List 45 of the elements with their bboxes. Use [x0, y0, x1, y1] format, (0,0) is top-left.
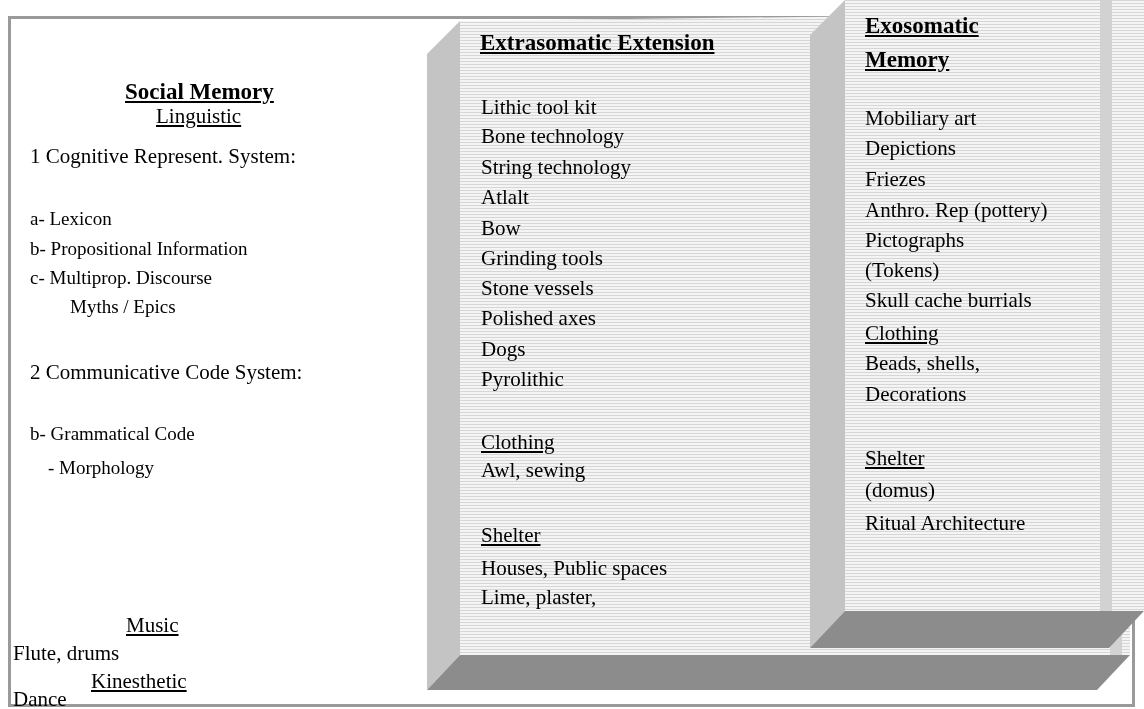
list-item: String technology: [481, 156, 631, 178]
list-item: Skull cache burrials: [865, 289, 1032, 311]
list-item: Houses, Public spaces: [481, 557, 668, 579]
list-item: Depictions: [865, 137, 956, 159]
list-heading: 2 Communicative Code System:: [30, 361, 303, 383]
list-item: b- Grammatical Code: [30, 423, 195, 445]
list-item: Dance: [13, 688, 67, 709]
section-heading: Clothing: [481, 431, 555, 453]
list-item: Dogs: [481, 338, 526, 360]
list-item: Friezes: [865, 168, 926, 190]
list-item: Stone vessels: [481, 277, 594, 299]
list-item: Awl, sewing: [481, 459, 586, 481]
list-item: Pictographs: [865, 229, 965, 251]
list-item: Anthro. Rep (pottery): [865, 199, 1048, 221]
section-heading: Clothing: [865, 322, 939, 344]
list-item: Lime, plaster,: [481, 586, 597, 608]
list-item: (domus): [865, 479, 935, 501]
list-item: a- Lexicon: [30, 208, 112, 230]
section-heading: Music: [126, 614, 179, 636]
list-item: Beads, shells,: [865, 352, 980, 374]
list-item: Lithic tool kit: [481, 96, 597, 118]
panel-heading: Extrasomatic Extension: [480, 31, 715, 55]
list-item: Pyrolithic: [481, 368, 564, 390]
list-item: b- Propositional Information: [30, 238, 248, 260]
list-item: Atlalt: [481, 186, 529, 208]
list-item: c- Multiprop. Discourse: [30, 267, 213, 289]
list-item: Bow: [481, 217, 521, 239]
list-item: Ritual Architecture: [865, 512, 1026, 534]
framed-panel: [8, 16, 427, 707]
section-heading: Kinesthetic: [91, 670, 187, 692]
panel-heading: Social Memory: [125, 80, 274, 104]
list-item: Grinding tools: [481, 247, 603, 269]
list-item: Myths / Epics: [70, 296, 176, 318]
list-item: Flute, drums: [13, 642, 120, 664]
section-heading: Shelter: [865, 447, 925, 469]
section-heading: Shelter: [481, 524, 541, 546]
list-item: - Morphology: [48, 457, 155, 479]
list-item: (Tokens): [865, 259, 940, 281]
panel-heading: Exosomatic Memory: [865, 12, 980, 74]
list-item: Decorations: [865, 383, 967, 405]
list-item: Polished axes: [481, 307, 596, 329]
list-heading: 1 Cognitive Represent. System:: [30, 145, 296, 167]
list-item: Bone technology: [481, 125, 624, 147]
section-heading: Linguistic: [156, 105, 242, 127]
list-item: Mobiliary art: [865, 107, 977, 129]
